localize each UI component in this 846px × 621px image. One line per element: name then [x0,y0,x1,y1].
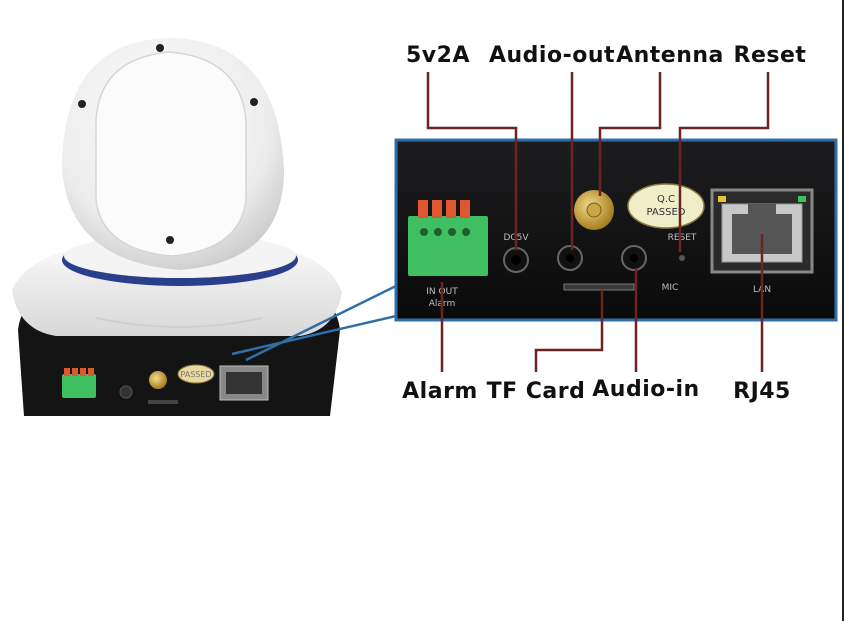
zoomed-port-panel: IN OUT Alarm DC5V Q.C PASSED MIC RESET [394,138,838,322]
callout-line-power [426,72,518,250]
label-audio-out: Audio-out [489,43,615,68]
label-antenna: Antenna [616,43,724,68]
alarm-terminal-block [408,216,488,276]
panel-frame [394,138,838,322]
small-qc-text: PASSED [180,370,211,379]
rj45-led-yellow [718,196,726,202]
tf-card-slot [563,283,635,291]
qc-sticker-line2: PASSED [647,207,686,218]
label-audio-in: Audio-in [592,377,699,402]
callout-line-reset [678,72,770,252]
qc-sticker-line1: Q.C [657,194,675,205]
qc-passed-sticker [627,183,705,229]
reset-hole [679,255,685,261]
small-terminal-block [62,374,96,398]
callout-lines [426,72,770,372]
rj45-led-green [798,196,806,202]
callout-line-antenna [598,72,662,196]
reset-port-marking: RESET [668,233,697,243]
dome-hole [166,236,174,244]
callout-line-tf-card [534,290,604,372]
dome-hole [250,98,258,106]
label-power: 5v2A [406,43,470,68]
audio-port-marking: MIC [662,283,679,293]
label-tf-card: TF Card [487,379,586,404]
label-reset: Reset [734,43,807,68]
camera-body: PASSED [12,38,342,416]
zoom-line [231,314,397,356]
label-rj45: RJ45 [733,379,791,404]
dome-hole [78,100,86,108]
zoom-line [245,284,397,362]
small-qc-sticker [177,364,215,384]
small-antenna-connector [149,371,167,389]
label-alarm: Alarm [402,379,478,404]
dome-hole [156,44,164,52]
